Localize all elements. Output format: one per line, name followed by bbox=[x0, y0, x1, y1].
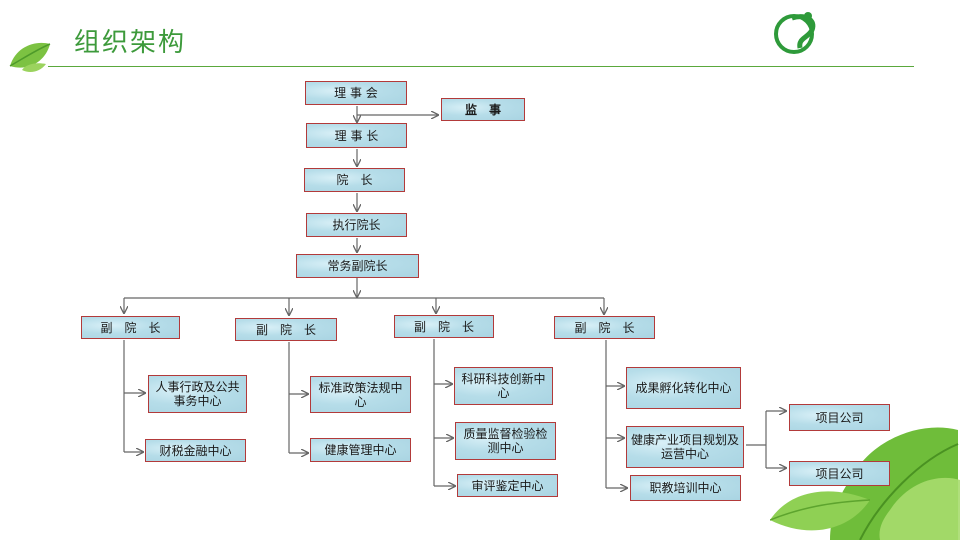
executive-president-box: 执行院长 bbox=[306, 213, 407, 237]
industry-center-box: 健康产业项目规划及运营中心 bbox=[626, 426, 744, 468]
project-company-box-1: 项目公司 bbox=[789, 404, 890, 431]
organization-logo-icon bbox=[774, 12, 816, 54]
supervisor-box: 监 事 bbox=[441, 98, 525, 121]
research-center-box: 科研科技创新中心 bbox=[454, 367, 553, 405]
training-center-box: 职教培训中心 bbox=[630, 475, 741, 501]
chairman-box: 理 事 长 bbox=[306, 123, 407, 148]
standing-vp-box: 常务副院长 bbox=[296, 254, 419, 278]
project-company-box-2: 项目公司 bbox=[789, 461, 890, 486]
leaves-decoration-icon bbox=[770, 427, 960, 540]
vp-box-2: 副 院 长 bbox=[235, 318, 337, 341]
vp-box-4: 副 院 长 bbox=[554, 316, 655, 339]
page-title: 组织架构 bbox=[74, 28, 187, 58]
hr-center-box: 人事行政及公共事务中心 bbox=[148, 375, 247, 413]
health-management-center-box: 健康管理中心 bbox=[310, 438, 411, 462]
board-box: 理 事 会 bbox=[305, 81, 407, 105]
review-center-box: 审评鉴定中心 bbox=[457, 474, 558, 497]
vp-box-3: 副 院 长 bbox=[394, 315, 494, 338]
standards-center-box: 标准政策法规中心 bbox=[310, 376, 411, 413]
leaf-decoration-icon bbox=[9, 42, 51, 72]
vp-box-1: 副 院 长 bbox=[81, 316, 180, 339]
title-divider bbox=[48, 66, 914, 67]
incubation-center-box: 成果孵化转化中心 bbox=[626, 367, 741, 409]
finance-center-box: 财税金融中心 bbox=[145, 439, 246, 462]
president-box: 院 长 bbox=[304, 168, 405, 192]
quality-center-box: 质量监督检验检测中心 bbox=[455, 422, 556, 460]
